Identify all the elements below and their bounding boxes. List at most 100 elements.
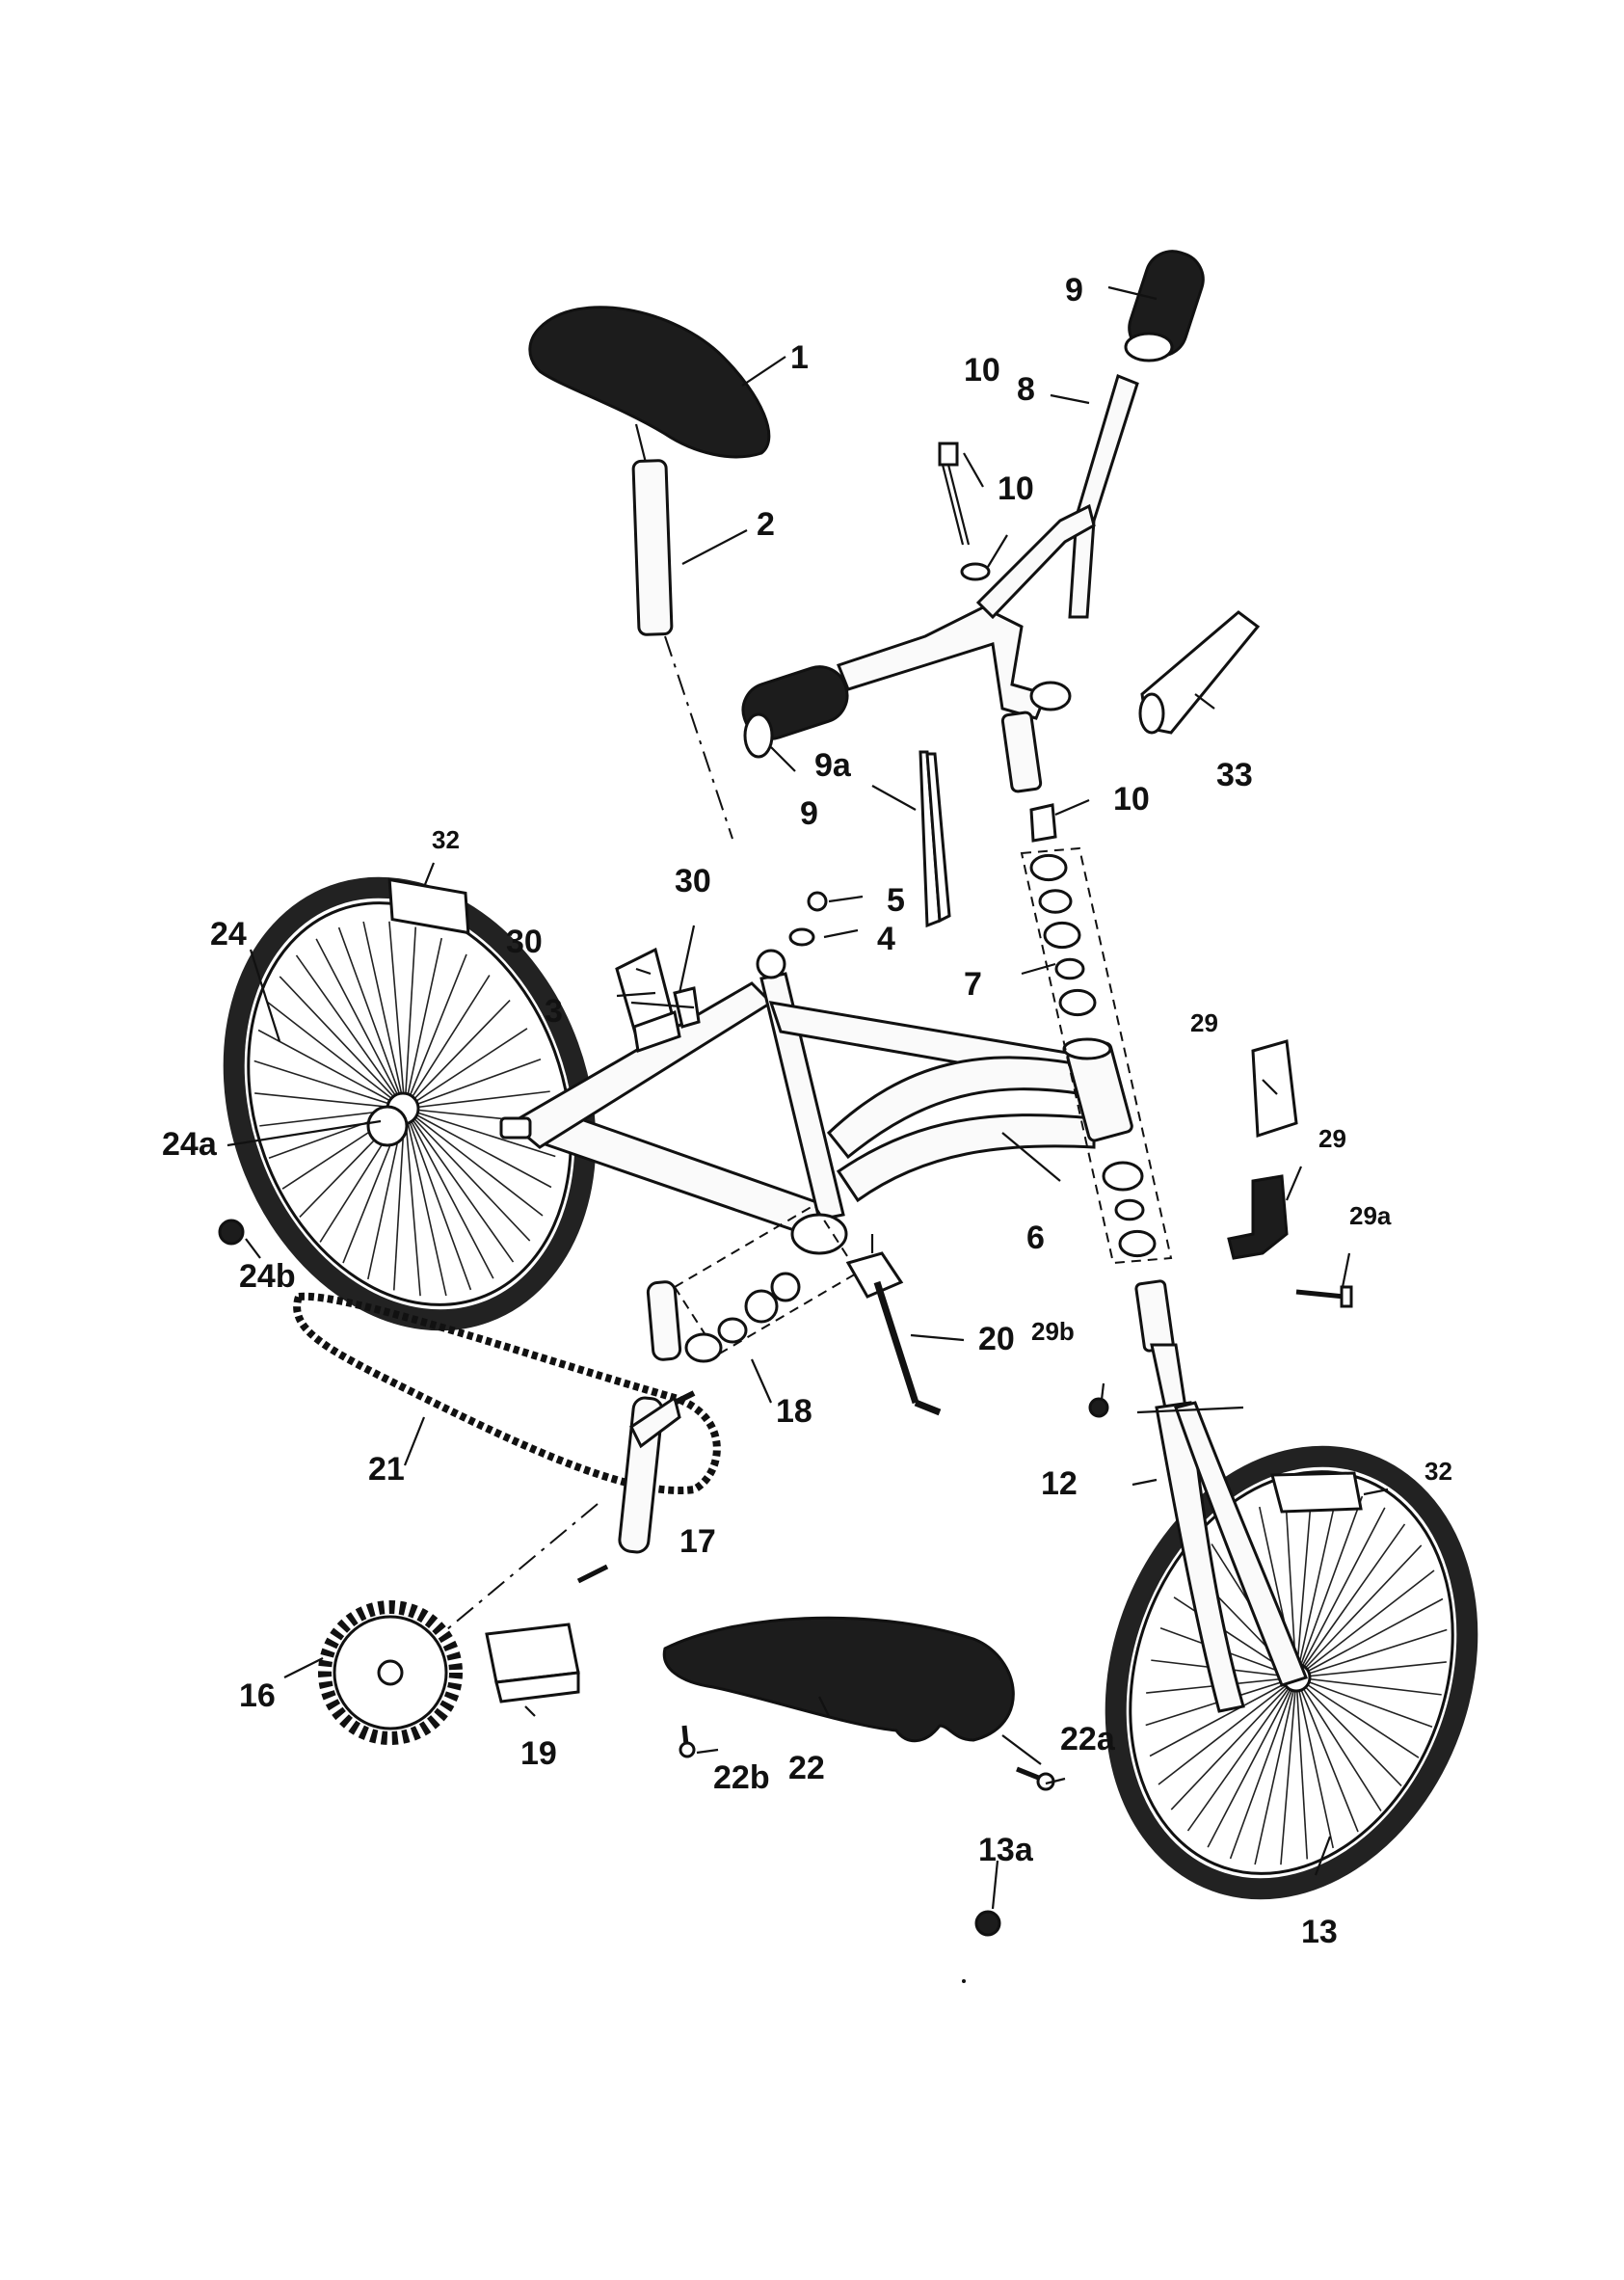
- wheel-spoke: [254, 1092, 406, 1110]
- label-32-right: 32: [1424, 1457, 1452, 1486]
- headset-ring: [1118, 1229, 1157, 1258]
- wheel-spoke: [1295, 1661, 1447, 1678]
- label-18: 18: [776, 1393, 812, 1430]
- leader-lines: [226, 285, 1389, 1910]
- wheel-spoke: [404, 999, 511, 1110]
- wheel-spoke: [1149, 1676, 1297, 1757]
- wheel-spoke: [1280, 1676, 1297, 1865]
- wheel-spoke: [1295, 1676, 1442, 1696]
- wheel-spoke: [404, 1108, 531, 1242]
- label-21: 21: [368, 1451, 405, 1488]
- label-30-left: 30: [506, 924, 543, 960]
- wheel-spoke: [1295, 1676, 1334, 1849]
- label-24a: 24a: [162, 1126, 218, 1163]
- wheel-spoke: [404, 937, 442, 1110]
- label-29b: 29b: [1031, 1317, 1075, 1346]
- label-4: 4: [877, 921, 895, 957]
- wheel-spoke: [1295, 1628, 1448, 1678]
- chain: [293, 1292, 721, 1494]
- wheel-spoke: [1295, 1676, 1433, 1729]
- wheel-spoke: [404, 1108, 552, 1189]
- label-9-top: 9: [1065, 272, 1083, 308]
- label-9a: 9a: [814, 747, 852, 784]
- wheel-spoke: [404, 1108, 494, 1279]
- wheel-spoke: [362, 921, 406, 1110]
- front-fork: [1134, 1279, 1308, 1713]
- wheel-spoke: [404, 953, 467, 1110]
- handlebar: [837, 373, 1139, 793]
- label-10-low: 10: [1113, 781, 1150, 818]
- reflector-front-32: [1270, 1471, 1363, 1514]
- label-13: 13: [1301, 1914, 1338, 1950]
- stem-wedge: [1029, 803, 1057, 843]
- label-5: 5: [887, 882, 905, 919]
- stray-dot: [962, 1979, 966, 1983]
- wheel-spoke: [404, 1108, 544, 1217]
- screw-22a: [1016, 1766, 1055, 1791]
- wheel-spoke: [404, 1108, 556, 1158]
- label-7: 7: [964, 966, 982, 1003]
- wheel-spoke: [1295, 1676, 1359, 1833]
- headset-parts: [1029, 853, 1157, 1258]
- seat: [528, 306, 771, 459]
- chain-guard: [662, 1616, 1015, 1743]
- wheel-spoke: [404, 1108, 472, 1291]
- label-32-left: 32: [432, 825, 460, 854]
- label-20: 20: [978, 1321, 1015, 1357]
- label-29-top: 29: [1190, 1008, 1218, 1037]
- wheel-spoke: [1295, 1569, 1435, 1678]
- label-16: 16: [239, 1677, 276, 1714]
- headset-box: [1020, 846, 1173, 1265]
- wheel-spoke: [404, 1108, 515, 1263]
- headset-ring: [1058, 988, 1097, 1017]
- wheel-spoke: [1207, 1676, 1297, 1848]
- pedal: [485, 1564, 609, 1703]
- headset-ring: [1038, 889, 1073, 914]
- label-30-top: 30: [675, 863, 711, 899]
- rear-wheel: [223, 876, 597, 1331]
- label-29-mid: 29: [1318, 1124, 1346, 1153]
- headset-ring: [1114, 1198, 1145, 1221]
- label-19: 19: [520, 1735, 557, 1772]
- bottom-bracket-parts: [684, 1272, 801, 1363]
- label-2: 2: [757, 506, 775, 543]
- label-17: 17: [679, 1523, 716, 1560]
- wheel-spoke: [1295, 1495, 1364, 1678]
- label-24b: 24b: [239, 1258, 296, 1295]
- nut-13a: [974, 1910, 1001, 1937]
- washer-4: [788, 927, 815, 947]
- nut-5: [807, 891, 828, 912]
- wheel-spoke: [257, 1029, 406, 1110]
- chainring: [318, 1600, 463, 1745]
- wheel-spoke: [1254, 1676, 1297, 1865]
- wheel-spoke: [1295, 1489, 1313, 1678]
- bottom-bracket-box: [673, 1203, 860, 1356]
- nut-29b: [1088, 1397, 1109, 1418]
- frame: [499, 949, 1133, 1255]
- wheel-spoke: [404, 1108, 421, 1297]
- label-33: 33: [1216, 757, 1253, 793]
- wheel-spoke: [1295, 1676, 1420, 1758]
- crank-arm: [618, 1280, 696, 1554]
- wheel-spoke: [1158, 1676, 1297, 1785]
- seatpost: [631, 459, 674, 636]
- wheel-spoke: [1295, 1523, 1406, 1678]
- headset-ring: [1054, 957, 1085, 980]
- wheel-spoke: [253, 1060, 406, 1110]
- wheel-spoke: [1295, 1597, 1444, 1678]
- wheel-spoke: [1295, 1544, 1423, 1678]
- wheel-spoke: [1295, 1676, 1382, 1811]
- label-22: 22: [788, 1750, 825, 1786]
- wheel-spoke: [337, 926, 406, 1110]
- stem-bolt: [938, 442, 991, 581]
- screw-22b: [679, 1725, 696, 1758]
- headset-ring: [1029, 853, 1068, 882]
- label-13a: 13a: [978, 1832, 1034, 1868]
- seat-clamp-3: [632, 1010, 681, 1054]
- wheel-spoke: [404, 1108, 447, 1297]
- wheel-spoke: [279, 976, 406, 1110]
- nut-24b: [218, 1219, 245, 1246]
- reflector-29: [1251, 1039, 1298, 1139]
- wheel-spoke: [404, 1028, 528, 1110]
- wheel-spoke: [1295, 1676, 1309, 1860]
